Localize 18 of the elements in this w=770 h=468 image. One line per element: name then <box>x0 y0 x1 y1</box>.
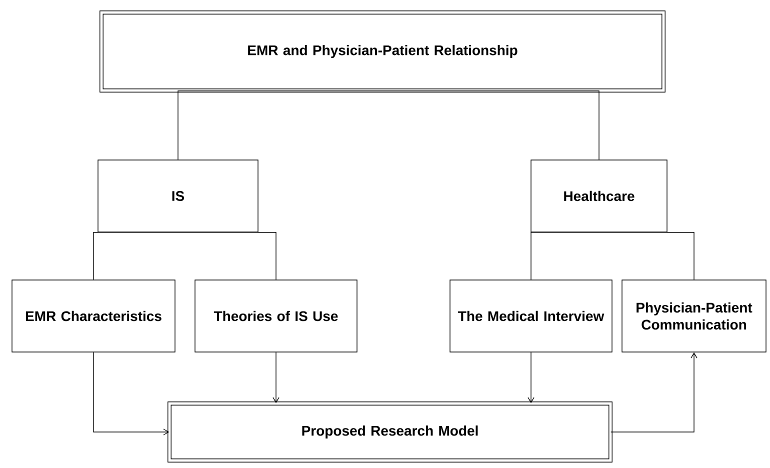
topic-box: Healthcare <box>530 160 668 232</box>
connector <box>178 232 276 280</box>
topic-box: The Medical Interview <box>450 280 612 352</box>
topic-box: Physician-Patient Communication <box>622 280 766 352</box>
model-box: Proposed Research Model <box>168 402 612 462</box>
topic-box: EMR Characteristics <box>12 280 176 352</box>
connector <box>93 352 170 436</box>
topic-box: IS <box>98 160 258 232</box>
connector <box>530 232 600 280</box>
connector <box>382 90 600 160</box>
connector <box>528 352 534 404</box>
connector <box>610 352 698 432</box>
connector <box>178 90 383 160</box>
connector <box>93 232 178 280</box>
title-box: EMR and Physician-Patient Relationship <box>100 10 666 92</box>
connector <box>272 352 280 404</box>
connector <box>598 232 694 280</box>
topic-box: Theories of IS Use <box>194 280 358 352</box>
